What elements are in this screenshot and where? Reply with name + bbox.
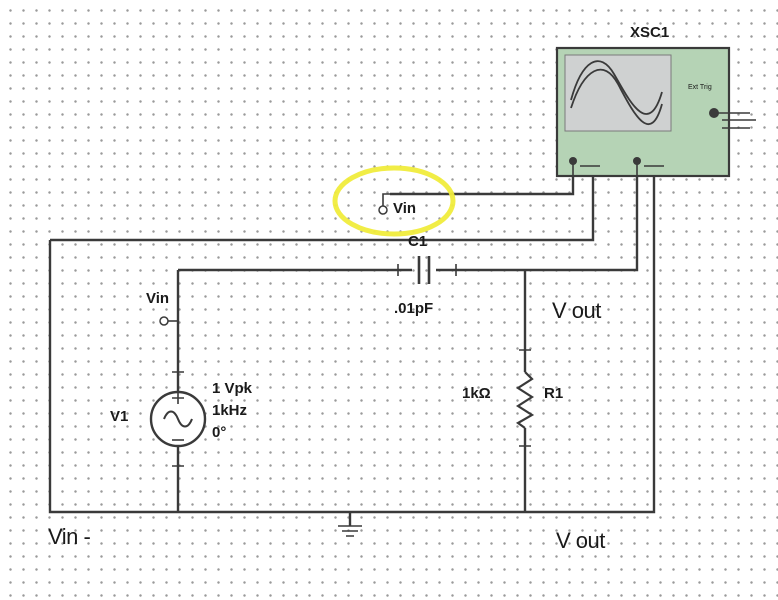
source-phase-label: 0°: [212, 424, 227, 441]
resistor-r1[interactable]: [515, 349, 535, 447]
oscilloscope-ref-label: XSC1: [630, 24, 670, 41]
capacitor-pin-ticks: [397, 264, 457, 276]
wire-outer-loop: [48, 176, 656, 514]
resistor-value-label: 1kΩ: [462, 385, 491, 402]
wire-top-right: [436, 176, 639, 272]
oscilloscope-screen: [564, 54, 672, 132]
resistor-pin-ticks: [519, 349, 531, 447]
vout-bottom-label: V out: [556, 528, 605, 553]
node-markers: [159, 193, 392, 326]
oscilloscope-xsc1[interactable]: [555, 46, 756, 178]
source-frequency-label: 1kHz: [212, 402, 248, 419]
vin-probe-node-icon: [378, 205, 388, 215]
source-pin-ticks: [172, 371, 184, 467]
ext-trig-leads: [714, 112, 756, 129]
scope-trace-a: [570, 60, 663, 115]
wire-left-rail-to-scope: [50, 176, 595, 242]
ac-source-v1[interactable]: [149, 371, 207, 467]
vin-node-icon: [159, 316, 169, 326]
capacitor-c1[interactable]: [397, 256, 457, 284]
source-amplitude-label: 1 Vpk: [212, 380, 253, 397]
channel-leads: [572, 161, 664, 176]
resistor-ref-label: R1: [544, 385, 564, 402]
resistor-zigzag: [515, 371, 535, 429]
sine-wave-icon: [163, 410, 193, 428]
scope-trace-b: [570, 68, 663, 125]
wire-vin-probe-to-ch-a: [390, 176, 575, 196]
vin-node-label: Vin: [146, 290, 170, 307]
source-ref-label: V1: [110, 408, 129, 425]
ground-symbol[interactable]: [338, 512, 362, 537]
ext-trig-label: Ext Trig: [688, 84, 712, 91]
vout-top-label: V out: [552, 298, 601, 323]
vin-minus-label: Vin -: [48, 524, 91, 549]
plus-sign-icon: [172, 392, 184, 404]
highlight-ellipse: [332, 165, 456, 237]
capacitor-ref-label: C1: [408, 233, 428, 250]
capacitor-value-label: .01pF: [394, 300, 434, 317]
vin-probe-label: Vin: [393, 200, 417, 217]
